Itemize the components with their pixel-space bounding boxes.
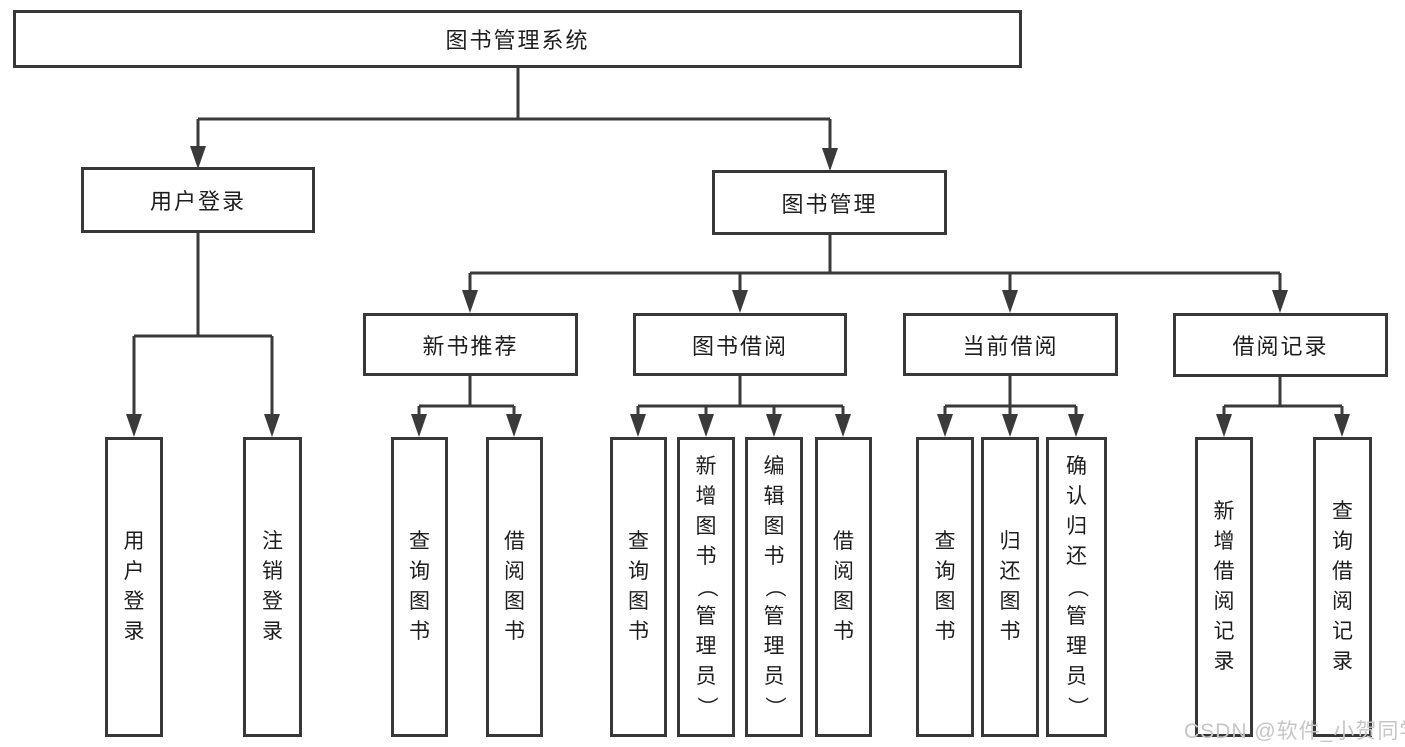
leaf-query-books-current: 查询图书 [916, 437, 974, 737]
leaf-add-book-admin: 新增图书（管理员） [677, 437, 735, 737]
leaf-label: 查询图书 [628, 530, 649, 643]
node-new-book-recommend: 新书推荐 [363, 313, 578, 376]
leaf-add-borrowing-record: 新增借阅记录 [1195, 437, 1253, 737]
leaf-label: 借阅图书 [504, 530, 525, 643]
csdn-watermark: CSDN @软件_小贺同学 [1184, 720, 1405, 743]
leaf-label: 注销登录 [262, 530, 283, 643]
leaf-label: 编辑图书（管理员） [763, 455, 786, 718]
node-label: 图书借阅 [691, 333, 788, 359]
node-book-management: 图书管理 [712, 170, 947, 235]
leaf-borrow-books-recommend: 借阅图书 [486, 437, 543, 737]
leaf-label: 查询借阅记录 [1332, 500, 1353, 673]
leaf-query-borrowing-record: 查询借阅记录 [1313, 437, 1372, 737]
node-label: 当前借阅 [962, 333, 1059, 359]
leaf-return-books: 归还图书 [981, 437, 1039, 737]
leaf-query-books-borrowing: 查询图书 [610, 437, 667, 737]
leaf-label: 借阅图书 [833, 530, 854, 643]
leaf-label: 查询图书 [934, 530, 956, 643]
node-label: 图书管理系统 [445, 28, 590, 53]
node-user-login: 用户登录 [81, 167, 315, 233]
node-label: 图书管理 [781, 191, 878, 217]
leaf-label: 查询图书 [409, 530, 430, 643]
leaf-label: 新增借阅记录 [1213, 500, 1235, 673]
leaf-borrow-books-borrowing: 借阅图书 [815, 437, 872, 737]
node-borrowing-records: 借阅记录 [1173, 313, 1388, 377]
leaf-confirm-return-admin: 确认归还（管理员） [1046, 437, 1107, 737]
leaf-label: 确认归还（管理员） [1065, 455, 1089, 718]
leaf-label: 归还图书 [999, 530, 1021, 643]
node-label: 用户登录 [149, 189, 246, 214]
node-label: 新书推荐 [422, 333, 519, 359]
leaf-edit-book-admin: 编辑图书（管理员） [745, 437, 803, 737]
leaf-logout: 注销登录 [243, 437, 302, 737]
leaf-user-login: 用户登录 [105, 437, 163, 737]
leaf-query-books-recommend: 查询图书 [391, 437, 448, 737]
node-label: 借阅记录 [1232, 334, 1329, 359]
node-current-borrowing: 当前借阅 [903, 313, 1118, 376]
leaf-label: 新增图书（管理员） [695, 455, 718, 718]
leaf-label: 用户登录 [123, 530, 145, 643]
node-library-management-system: 图书管理系统 [13, 10, 1022, 68]
node-book-borrowing: 图书借阅 [633, 313, 847, 376]
